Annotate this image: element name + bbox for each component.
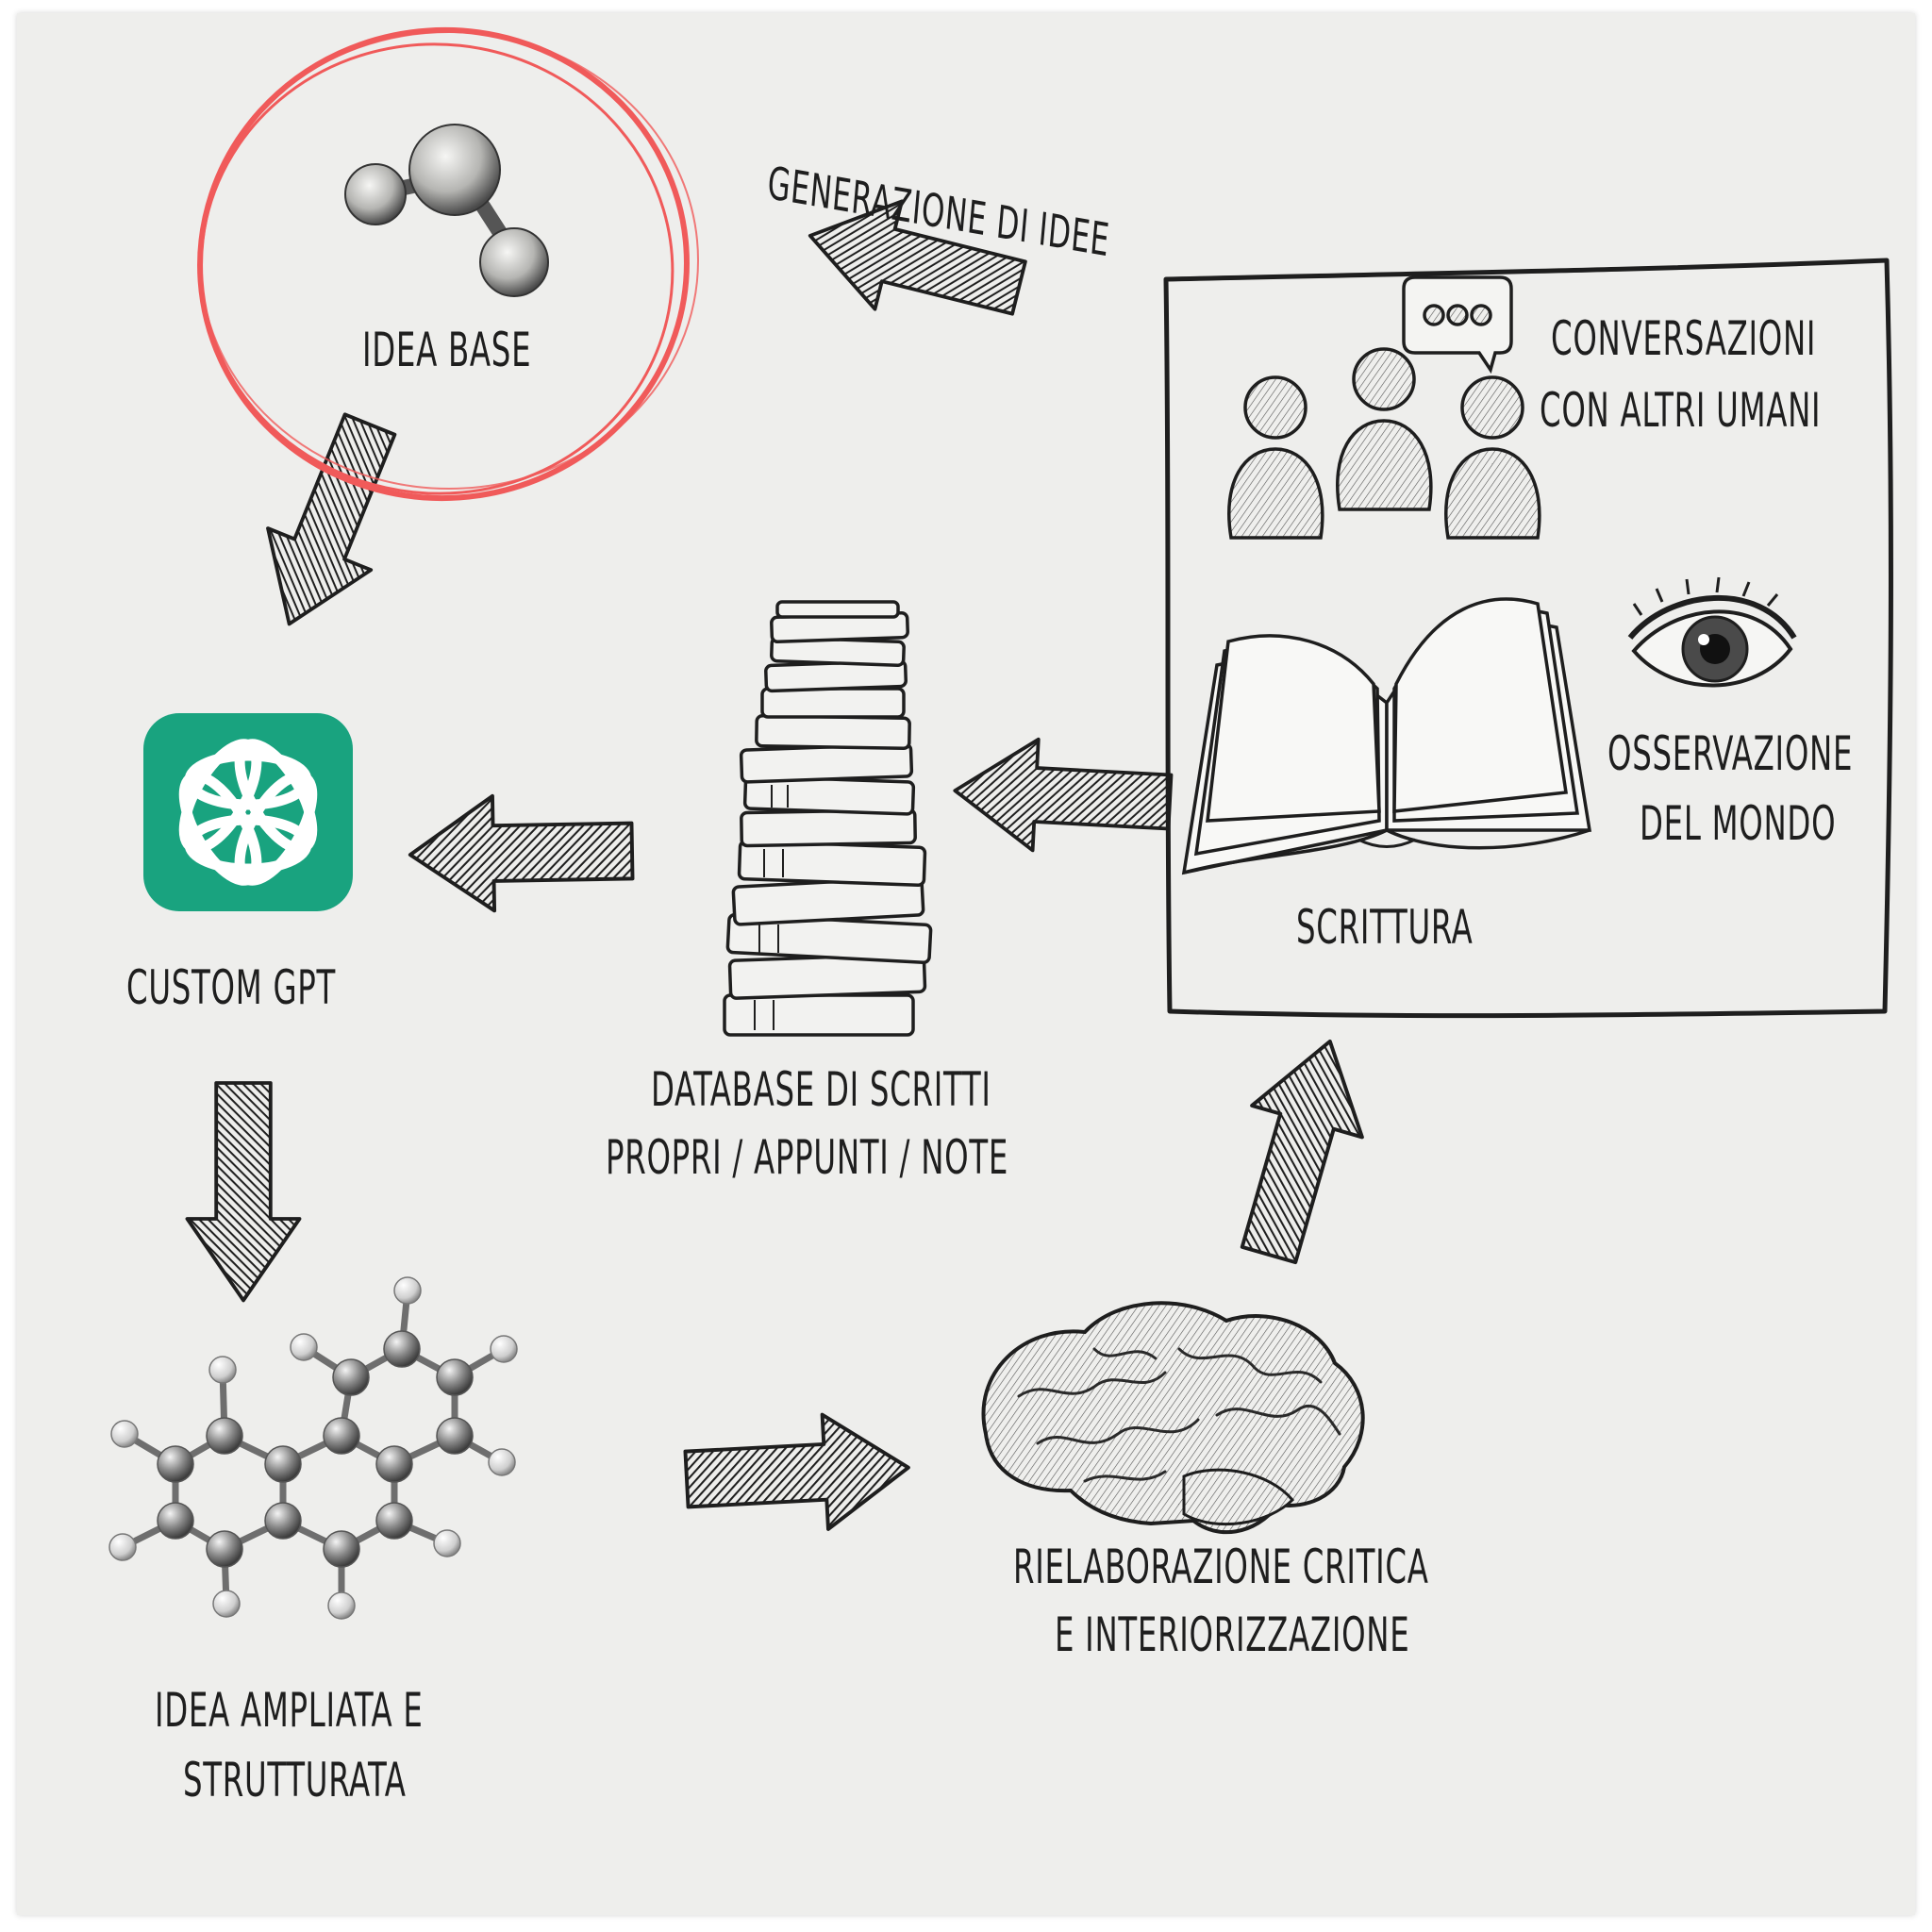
arrow-gpt-to-ampliata (185, 1081, 302, 1303)
openai-logo-icon (143, 713, 353, 911)
rielaborazione-label-1: RIELABORAZIONE CRITICA (1013, 1540, 1429, 1594)
database-label-1: DATABASE DI SCRITTI (651, 1062, 991, 1117)
eye-icon (1627, 576, 1797, 688)
idea-ampliata-label-1: IDEA AMPLIATA E (155, 1683, 424, 1738)
highlight-circle (197, 26, 699, 502)
complex-molecule-icon (108, 1276, 518, 1620)
database-label-2: PROPRI / APPUNTI / NOTE (606, 1130, 1009, 1185)
brain-icon (981, 1301, 1365, 1535)
arrow-ampliata-to-brain (681, 1408, 914, 1539)
arrow-database-to-gpt (407, 791, 636, 914)
molecule-icon (344, 124, 549, 297)
arrow-idea-to-gpt (236, 402, 424, 647)
idea-base-label: IDEA BASE (362, 323, 532, 377)
arrow-sources-to-database (950, 733, 1174, 859)
custom-gpt-label: CUSTOM GPT (126, 960, 337, 1015)
people-chat-icon (1227, 275, 1541, 540)
scrittura-label: SCRITTURA (1296, 900, 1474, 955)
arrow-brain-to-sources (1211, 1024, 1388, 1273)
book-stack-icon (723, 600, 933, 1037)
sources-box (1163, 258, 1893, 1019)
open-book-icon (1181, 597, 1592, 875)
osservazione-label-1: OSSERVAZIONE (1607, 726, 1854, 781)
rielaborazione-label-2: E INTERIORIZZAZIONE (1055, 1607, 1410, 1662)
conversazioni-label-1: CONVERSAZIONI (1551, 311, 1817, 366)
idea-ampliata-label-2: STRUTTURATA (183, 1753, 407, 1807)
conversazioni-label-2: CON ALTRI UMANI (1540, 383, 1822, 438)
osservazione-label-2: DEL MONDO (1640, 796, 1837, 851)
